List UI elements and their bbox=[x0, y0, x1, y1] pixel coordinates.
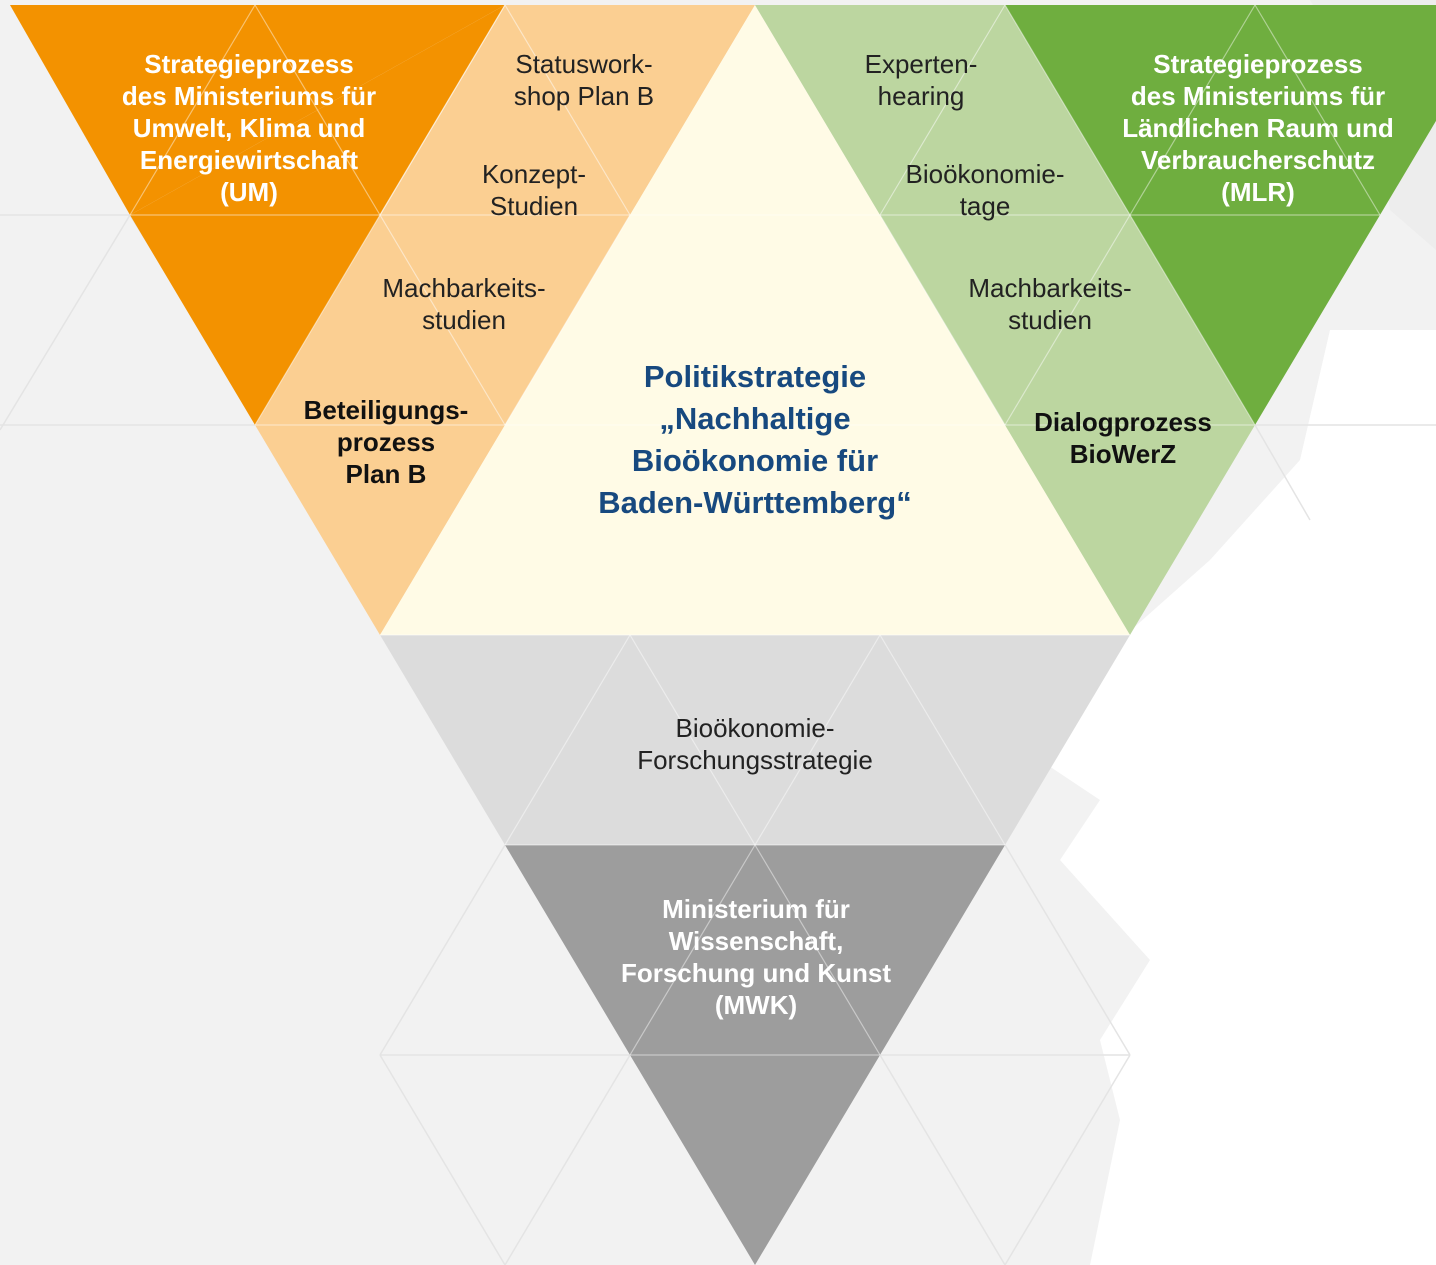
um-beteiligung-label: Beteiligungs- prozess Plan B bbox=[303, 395, 469, 489]
mlr-ministry-label: Strategieprozess des Ministeriums für Lä… bbox=[1122, 49, 1394, 207]
mlr-process-tri-6 bbox=[1005, 215, 1255, 425]
mlr-process-tri-2 bbox=[880, 5, 1130, 215]
um-process-tri-4 bbox=[255, 215, 505, 425]
mwk-triangle bbox=[505, 845, 1005, 1265]
mwk-forschungsstrategie-label: Bioökonomie- Forschungsstrategie bbox=[637, 713, 873, 775]
triangle-grid bbox=[129, 4, 1381, 1056]
um-ministry-label: Strategieprozess des Ministeriums für Um… bbox=[121, 49, 377, 207]
center-title: Politikstrategie „Nachhaltige Bioökonomi… bbox=[598, 359, 912, 520]
mlr-biooekonomietage-label: Bioökonomie- tage bbox=[905, 159, 1065, 221]
mlr-process-tri-5 bbox=[1005, 425, 1255, 635]
um-statusworkshop-label: Statuswork- shop Plan B bbox=[513, 49, 655, 111]
mlr-expertenhearing-label: Experten- hearing bbox=[864, 49, 978, 111]
um-process-tri-5 bbox=[255, 425, 505, 635]
center-triangle bbox=[380, 5, 1130, 635]
mlr-triangle bbox=[1005, 5, 1436, 425]
main-triangle bbox=[10, 5, 1436, 1265]
mlr-dialogprozess-label: Dialogprozess BioWerZ bbox=[1034, 407, 1212, 469]
mlr-process-tri-3 bbox=[880, 215, 1130, 425]
um-triangle-mid bbox=[130, 215, 380, 425]
um-process-tri-1 bbox=[505, 5, 755, 215]
um-process-tri-3 bbox=[380, 215, 630, 425]
mlr-process-tri-1 bbox=[755, 5, 1005, 215]
um-process-tri-2 bbox=[380, 5, 630, 215]
mwk-ministry-label: Ministerium für Wissenschaft, Forschung … bbox=[620, 894, 892, 1020]
um-triangle-top bbox=[10, 5, 505, 215]
grid-lines bbox=[0, 214, 1436, 1265]
mlr-machbarkeit-label: Machbarkeits- studien bbox=[968, 273, 1132, 335]
um-konzeptstudien-label: Konzept- Studien bbox=[481, 159, 587, 221]
mwk-process-band bbox=[380, 635, 1130, 845]
um-machbarkeit-label: Machbarkeits- studien bbox=[382, 273, 546, 335]
